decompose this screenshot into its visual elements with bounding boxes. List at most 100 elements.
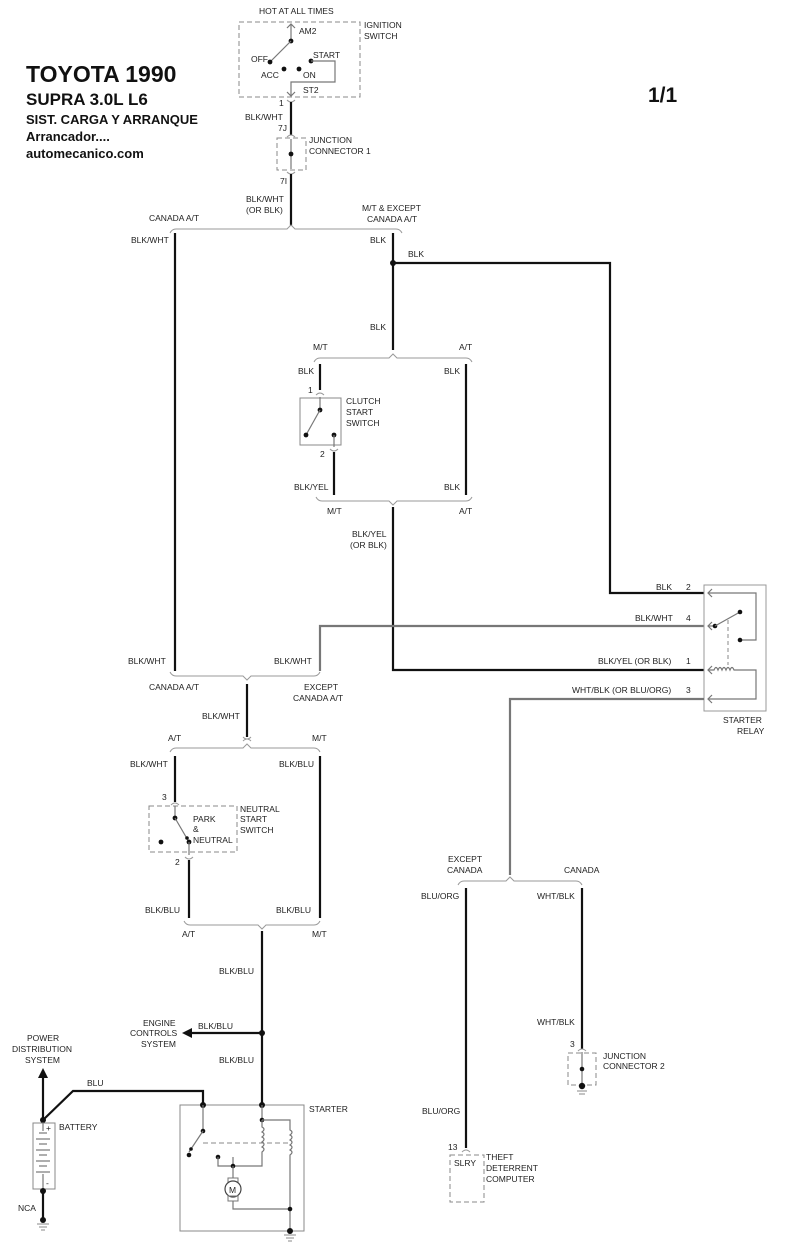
nss-position-2: & [193,824,199,834]
jc1-box [276,137,307,171]
battery-plus-sign: + [46,1123,51,1133]
branch-at-bottom: A/T [459,506,472,516]
battery-label: BATTERY [59,1122,98,1132]
jc1-label-2: CONNECTOR 1 [309,146,371,156]
ground-node [40,1217,46,1223]
pds-label-2: DISTRIBUTION [12,1044,72,1054]
terminal-am2: AM2 [299,26,317,36]
starter-blade-tip [189,1147,193,1151]
branch-except-canada-1: EXCEPT [448,854,482,864]
nss-cup-top [170,802,180,806]
starter-relay: BLK 2 BLK/WHT 4 BLK/YEL (OR BLK) 1 WHT/B… [572,582,767,736]
wire-label-to-relay-1-1: BLK/YEL [352,529,387,539]
jc2-ground-node [578,1082,586,1090]
theft-deterrent-computer: 13 SLRY THEFT DETERRENT COMPUTER [448,1142,538,1203]
branch-brace-1 [169,224,403,234]
battery: + - BATTERY [32,1122,98,1190]
wire-label-nca: NCA [18,1203,36,1213]
nss-pin-3: 3 [162,792,167,802]
wire-to-relay-pin1 [391,507,704,672]
tdc-cup [461,1149,471,1153]
nss-position-1: PARK [193,814,216,824]
relay-pin-2: 2 [686,582,691,592]
battery-plus-node [40,1117,46,1123]
nss-box [148,805,238,853]
clutch-label-2: START [346,407,373,417]
wire-label-jc1-out-2: (OR BLK) [246,205,283,215]
wire-label-canada-at-left: BLK/WHT [131,235,169,245]
engine-controls-label-3: SYSTEM [141,1039,176,1049]
tdc-terminal-slry: SLRY [454,1158,476,1168]
clutch-label-1: CLUTCH [346,396,380,406]
wire-relay-pin4 [318,624,704,671]
pds-label-1: POWER [27,1033,59,1043]
wire-label-mt-bypass: BLK/BLU [279,759,314,769]
branch-mt: M/T [313,342,328,352]
power-distribution-system: POWER DISTRIBUTION SYSTEM [12,1033,72,1078]
hold-in-coil [262,1119,293,1231]
starter-contact [186,1152,192,1158]
branch-brace-5 [169,743,321,753]
branch-canada-at: CANADA A/T [149,213,199,223]
branch-brace-3 [315,496,473,506]
wire-battery-to-starter [42,1089,205,1121]
clutch-start-switch: CLUTCH START SWITCH 2 [299,392,380,459]
terminal-st2: ST2 [303,85,319,95]
clutch-pin-1: 1 [308,385,313,395]
ignition-switch: HOT AT ALL TIMES IGNITION SWITCH AM2 OFF… [238,6,402,108]
clutch-cup-bottom [329,448,339,452]
wire-label-clutch-in: BLK [298,366,314,376]
branch-mt-nss-bottom: M/T [312,929,327,939]
wire-relay-pin3 [508,697,704,875]
battery-minus-sign: - [46,1178,49,1188]
starter-ground-node [287,1228,293,1234]
relay-wire-pin3: WHT/BLK (OR BLU/ORG) [572,685,671,695]
branch-brace-4 [169,671,321,681]
pds-label-3: SYSTEM [25,1055,60,1065]
motor-return [232,1201,290,1210]
arrow-up-icon [38,1068,48,1078]
jc2-label-1: JUNCTION [603,1051,646,1061]
nss-label-3: SWITCH [240,825,274,835]
engine-controls-label-2: CONTROLS [130,1028,178,1038]
wire-label-jc1-out-1: BLK/WHT [246,194,284,204]
terminal-off: OFF [251,54,268,64]
relay-wire-pin1: BLK/YEL (OR BLK) [598,656,672,666]
wire-label-tdc-in: BLU/ORG [422,1106,460,1116]
jc2-node [579,1066,585,1072]
wire-label-clutch-out: BLK/YEL [294,482,329,492]
starter-label: STARTER [309,1104,348,1114]
ground-icon [37,1217,49,1231]
arrow-left-icon [182,1028,192,1038]
wire-label-at-bypass-bottom: BLK [444,482,460,492]
terminal-start: START [313,50,340,60]
neutral-start-switch: 3 PARK & NEUTRAL NEUTRAL START SWITCH 2 [148,792,280,867]
motor-symbol: M [229,1185,236,1195]
wire-label-to-relay-blk: BLK [408,249,424,259]
page-number: 1/1 [648,84,678,107]
nss-label-2: START [240,814,267,824]
starter-box [179,1104,305,1232]
branch-brace-7 [457,876,583,886]
branch-except-canada-2: CANADA [447,865,483,875]
nss-label-1: NEUTRAL [240,804,280,814]
starter-node [287,1206,293,1212]
terminal-on: ON [303,70,316,80]
ignition-switch-label-2: SWITCH [364,31,398,41]
wire-label-except-canada-down: BLK/WHT [274,656,312,666]
jc2-cup [577,1048,587,1052]
wire-label-at-to-nss: BLK/WHT [130,759,168,769]
branch-at-nss: A/T [168,733,181,743]
wire-label-nss-out: BLK/BLU [145,905,180,915]
starter-relay-label-2: RELAY [737,726,765,736]
contact-off [267,59,273,65]
clutch-cup-top [315,392,325,396]
clutch-contact-2 [303,432,309,438]
wire-label-canada-jc2: WHT/BLK [537,891,575,901]
wire-label-mt-except-blk: BLK [370,235,386,245]
wire-label-at-bypass-top: BLK [444,366,460,376]
wire-label-ign-to-jc1: BLK/WHT [245,112,283,122]
branch-mt-except-1: M/T & EXCEPT [362,203,421,213]
branch-at-nss-bottom: A/T [182,929,195,939]
wire-label-to-starter-bottom: BLK/BLU [219,1055,254,1065]
